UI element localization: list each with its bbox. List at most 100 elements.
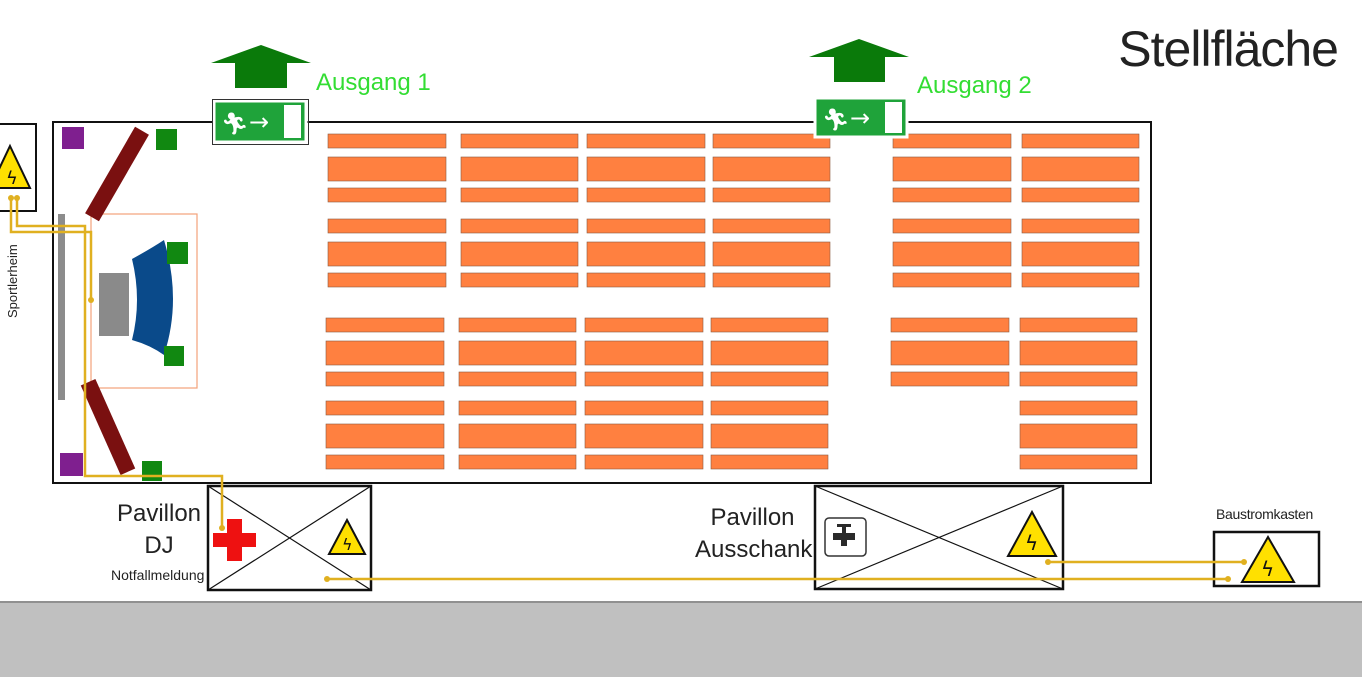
table: [586, 156, 706, 182]
table: [892, 218, 1012, 234]
light-green-1: [156, 129, 177, 150]
cable-sportlerheim-stage: [9, 198, 93, 300]
table: [892, 133, 1012, 149]
pavilion-ausschank-label: Pavillon Ausschank: [695, 502, 812, 566]
light-green-3: [164, 346, 184, 366]
table: [327, 272, 447, 288]
table: [710, 423, 829, 449]
table: [458, 340, 577, 366]
table: [327, 133, 447, 149]
table: [586, 272, 706, 288]
table: [458, 317, 577, 333]
table: [1021, 218, 1140, 234]
table: [1019, 400, 1138, 416]
table: [460, 218, 579, 234]
light-purple-1: [62, 127, 84, 149]
tap-glyph: [833, 524, 855, 546]
baustrom-label: Baustromkasten: [1216, 506, 1313, 522]
warning-icon-dj: [327, 517, 367, 555]
warning-icon-sportlerheim: [0, 143, 32, 189]
pavilion-dj: ϟ: [206, 484, 373, 592]
ground-strip: [0, 603, 1362, 677]
table: [325, 371, 445, 387]
pavilion-dj-line2: DJ: [144, 532, 174, 559]
table: [325, 454, 445, 470]
table: [1019, 340, 1138, 366]
pavilion-dj-line1: Pavillon: [116, 500, 202, 527]
table: [712, 187, 831, 203]
table: [710, 400, 829, 416]
table: [890, 317, 1010, 333]
cable-dot: [88, 297, 94, 303]
table: [1021, 133, 1140, 149]
light-green-4: [142, 461, 162, 481]
light-purple-2: [60, 453, 83, 476]
table-grid: [325, 133, 1140, 470]
table: [584, 400, 704, 416]
cable-dot: [1045, 559, 1051, 565]
table: [458, 400, 577, 416]
speaker-bottom: [80, 378, 136, 476]
bolt-glyph-sportlerheim: ϟ: [6, 168, 18, 189]
table: [584, 454, 704, 470]
tent-outline: [52, 121, 1152, 484]
speaker-top: [85, 126, 149, 222]
cable-dot: [14, 195, 20, 201]
table: [327, 218, 447, 234]
table: [712, 241, 831, 267]
table: [586, 241, 706, 267]
table: [710, 317, 829, 333]
cable-dot: [324, 576, 330, 582]
power-cables: [9, 198, 1244, 581]
sportlerheim-label: Sportlerheim: [5, 244, 20, 318]
table: [890, 340, 1010, 366]
exit-door-2: [885, 102, 902, 133]
page-title: Stellfläche: [1118, 21, 1339, 77]
table: [584, 371, 704, 387]
cable-dot: [8, 195, 14, 201]
table: [458, 423, 577, 449]
table: [710, 371, 829, 387]
table: [325, 317, 445, 333]
exit-arrow-2: [809, 39, 909, 82]
exit-label-1: Ausgang 1: [316, 69, 431, 96]
bolt-glyph-dj: ϟ: [342, 535, 353, 554]
table: [460, 272, 579, 288]
table: [584, 317, 704, 333]
table: [1019, 423, 1138, 449]
table: [892, 156, 1012, 182]
table: [584, 340, 704, 366]
pavilion-ausschank: ϟ: [813, 484, 1065, 591]
exit-arrow-glyph-2: →: [850, 104, 870, 132]
cable-dot: [1241, 559, 1247, 565]
table: [458, 371, 577, 387]
table: [1019, 454, 1138, 470]
exit-label-2: Ausgang 2: [917, 72, 1032, 99]
pavilion-ausschank-cross-b: [814, 485, 1064, 590]
table: [460, 156, 579, 182]
table: [892, 272, 1012, 288]
exit-2: 🏃︎ →: [809, 39, 909, 139]
table: [892, 187, 1012, 203]
pavilion-dj-label: Pavillon DJ: [114, 498, 204, 562]
first-aid-icon: [213, 519, 256, 561]
table: [710, 454, 829, 470]
exit-arrow-1: [211, 45, 311, 88]
table: [327, 241, 447, 267]
table: [460, 241, 579, 267]
table: [1019, 317, 1138, 333]
table: [584, 423, 704, 449]
cable-sportlerheim-dj: [15, 198, 224, 528]
table: [325, 400, 445, 416]
stage-platform: [132, 240, 173, 355]
table: [892, 241, 1012, 267]
table: [712, 156, 831, 182]
table: [712, 133, 831, 149]
bolt-glyph-baustrom: ϟ: [1261, 557, 1274, 581]
table: [1021, 272, 1140, 288]
light-green-2: [167, 242, 188, 264]
table: [890, 371, 1010, 387]
table: [586, 133, 706, 149]
cable-dot: [1225, 576, 1231, 582]
back-wall: [58, 214, 65, 400]
